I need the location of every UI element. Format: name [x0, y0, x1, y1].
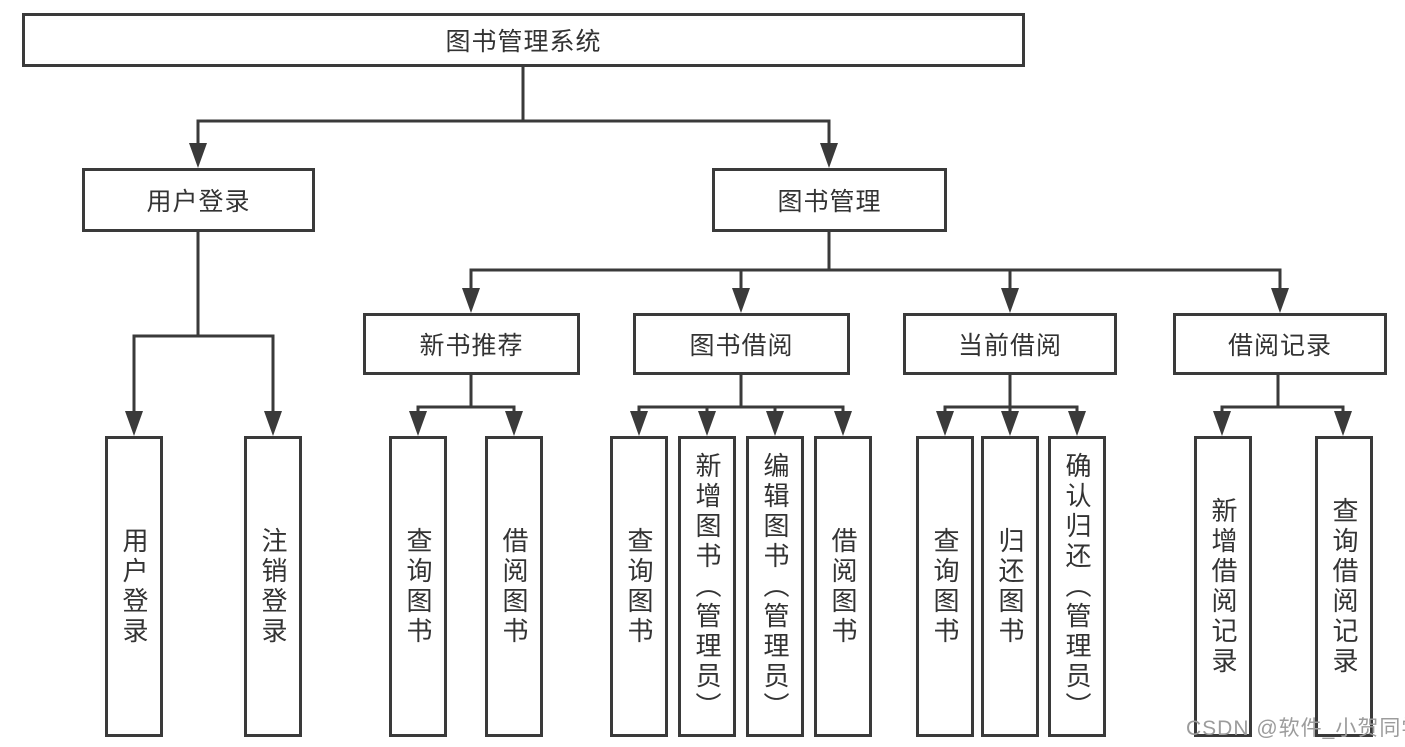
- leaf-logout-label: 注销登录: [258, 526, 288, 647]
- node-user-login: 用户登录: [82, 168, 315, 232]
- node-current-borrowing-label: 当前借阅: [957, 332, 1062, 360]
- leaf-query-borrow-record-label: 查询借阅记录: [1329, 496, 1359, 677]
- node-current-borrowing: 当前借阅: [903, 313, 1117, 375]
- node-book-borrowing: 图书借阅: [633, 313, 850, 375]
- leaf-borrow-books-label: 借阅图书: [828, 526, 858, 647]
- leaf-query-books-recommend: 查询图书: [389, 436, 447, 737]
- leaf-add-book-admin: 新增图书（管理员）: [678, 436, 736, 737]
- leaf-user-login: 用户登录: [105, 436, 163, 737]
- leaf-logout: 注销登录: [244, 436, 302, 737]
- leaf-query-books-current: 查询图书: [916, 436, 974, 737]
- leaf-query-books-borrow-label: 查询图书: [624, 526, 654, 647]
- leaf-edit-book-admin-label: 编辑图书（管理员）: [760, 451, 790, 722]
- leaf-add-book-admin-label: 新增图书（管理员）: [692, 451, 722, 722]
- leaf-query-books-current-label: 查询图书: [930, 526, 960, 647]
- node-book-management-label: 图书管理: [777, 188, 882, 216]
- node-root-label: 图书管理系统: [445, 28, 602, 56]
- leaf-return-books: 归还图书: [981, 436, 1039, 737]
- leaf-borrow-books-recommend: 借阅图书: [485, 436, 543, 737]
- leaf-add-borrow-record: 新增借阅记录: [1194, 436, 1252, 737]
- node-new-book-recommend-label: 新书推荐: [419, 332, 524, 360]
- node-root: 图书管理系统: [22, 13, 1025, 67]
- node-new-book-recommend: 新书推荐: [363, 313, 580, 375]
- leaf-borrow-books-recommend-label: 借阅图书: [499, 526, 529, 647]
- watermark: CSDN @软件_小贺同学: [1186, 717, 1405, 740]
- leaf-query-borrow-record: 查询借阅记录: [1315, 436, 1373, 737]
- leaf-confirm-return-admin-label: 确认归还（管理员）: [1062, 451, 1092, 722]
- leaf-return-books-label: 归还图书: [995, 526, 1025, 647]
- node-user-login-label: 用户登录: [146, 188, 251, 216]
- node-borrowing-records-label: 借阅记录: [1227, 332, 1332, 360]
- leaf-query-books-borrow: 查询图书: [610, 436, 668, 737]
- leaf-edit-book-admin: 编辑图书（管理员）: [746, 436, 804, 737]
- leaf-add-borrow-record-label: 新增借阅记录: [1208, 496, 1238, 677]
- leaf-confirm-return-admin: 确认归还（管理员）: [1048, 436, 1106, 737]
- leaf-user-login-label: 用户登录: [119, 526, 149, 647]
- leaf-query-books-recommend-label: 查询图书: [403, 526, 433, 647]
- arrowheads: [125, 143, 1352, 436]
- node-book-management: 图书管理: [712, 168, 947, 232]
- connector-path: [132, 67, 1345, 414]
- node-borrowing-records: 借阅记录: [1173, 313, 1387, 375]
- node-book-borrowing-label: 图书借阅: [689, 332, 794, 360]
- leaf-borrow-books: 借阅图书: [814, 436, 872, 737]
